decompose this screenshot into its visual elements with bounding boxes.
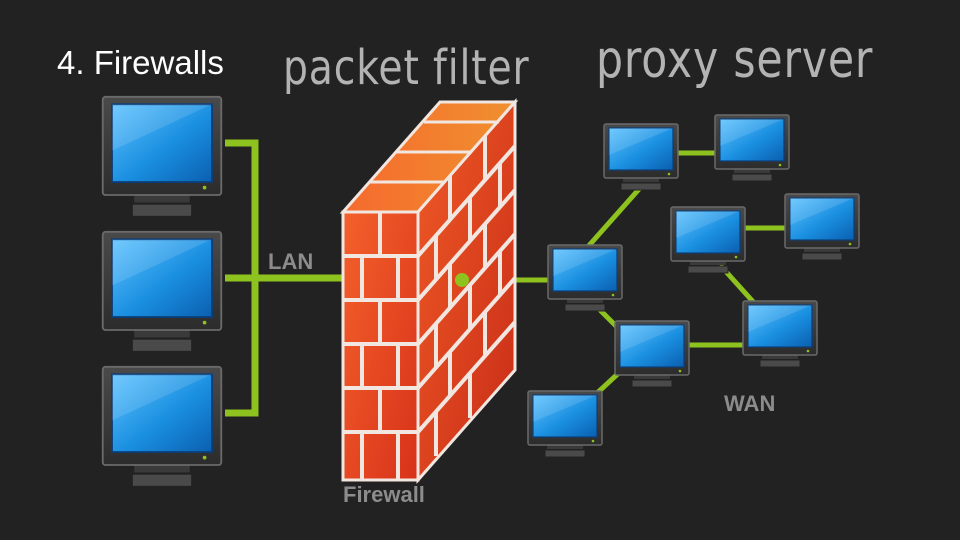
wan-monitor-icon xyxy=(670,206,746,274)
lan-monitor-icon xyxy=(101,365,223,488)
wan-monitor-icon xyxy=(603,123,679,191)
lan-monitor-icon xyxy=(101,230,223,353)
wan-monitor-icon xyxy=(527,390,603,458)
firewall-connector xyxy=(455,273,469,287)
wan-monitor-icon xyxy=(714,114,790,182)
lan-label: LAN xyxy=(268,249,314,274)
slide-title: 4. Firewalls xyxy=(57,44,224,81)
firewall-label: Firewall xyxy=(343,482,425,507)
wan-monitor-icon xyxy=(547,244,623,312)
firewall-wall xyxy=(339,98,519,484)
wan-label: WAN xyxy=(724,391,776,416)
wan-monitor-icon xyxy=(784,193,860,261)
lan-links xyxy=(225,139,348,417)
wan-monitor-icon xyxy=(742,300,818,368)
annotation-proxy-server: proxy server xyxy=(596,30,874,90)
wan-monitor-icon xyxy=(614,320,690,388)
annotation-packet-filter: packet filter xyxy=(283,40,530,96)
lan-monitor-icon xyxy=(101,95,223,218)
